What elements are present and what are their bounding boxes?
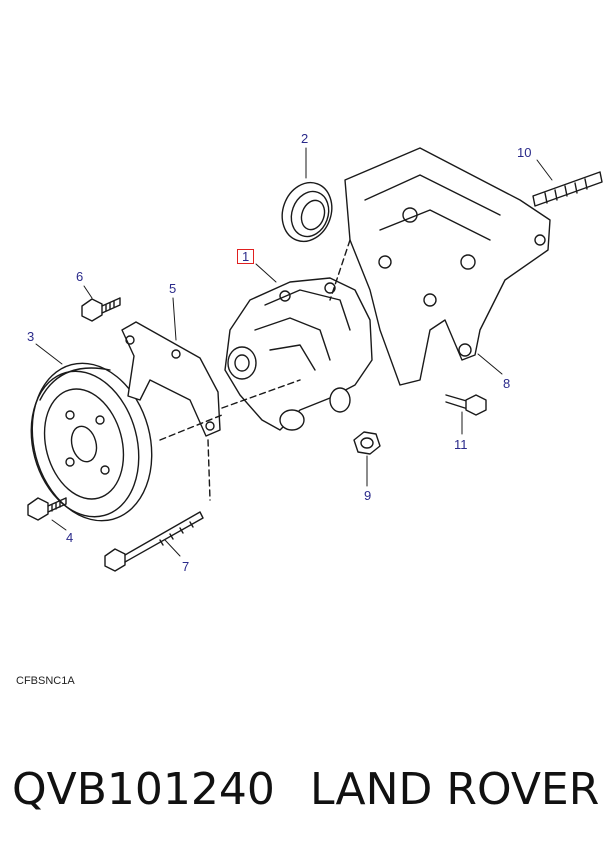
callout-10[interactable]: 10 [517, 145, 532, 160]
callout-9[interactable]: 9 [364, 488, 372, 503]
mounting-bracket-part [329, 147, 551, 386]
callout-8[interactable]: 8 [503, 376, 511, 391]
callout-6[interactable]: 6 [76, 269, 84, 284]
footer: QVB101240 LAND ROVER [0, 760, 611, 830]
callout-3[interactable]: 3 [27, 329, 35, 344]
power-steering-pump-part [159, 277, 373, 441]
callout-5[interactable]: 5 [169, 281, 177, 296]
pulley-part [30, 362, 153, 522]
callout-11[interactable]: 11 [454, 437, 468, 452]
nut-part-9 [353, 431, 381, 455]
diagram-reference-code: CFBSNC1A [16, 675, 75, 687]
gasket-part [121, 321, 221, 501]
bolt-part-7 [104, 511, 204, 572]
seal-ring-part [281, 181, 333, 243]
bolt-part-4 [27, 497, 67, 521]
callout-1[interactable]: 1 [237, 249, 255, 264]
bolt-part-11 [445, 394, 487, 416]
bolt-part-6 [81, 297, 121, 322]
callout-7[interactable]: 7 [182, 559, 190, 574]
callout-4[interactable]: 4 [66, 530, 74, 545]
callout-2[interactable]: 2 [301, 131, 309, 146]
exploded-parts-diagram [27, 147, 603, 572]
stud-part-10 [532, 171, 603, 207]
brand-name: LAND ROVER [310, 764, 600, 815]
leader-lines [35, 147, 553, 557]
part-number: QVB101240 [12, 764, 275, 815]
